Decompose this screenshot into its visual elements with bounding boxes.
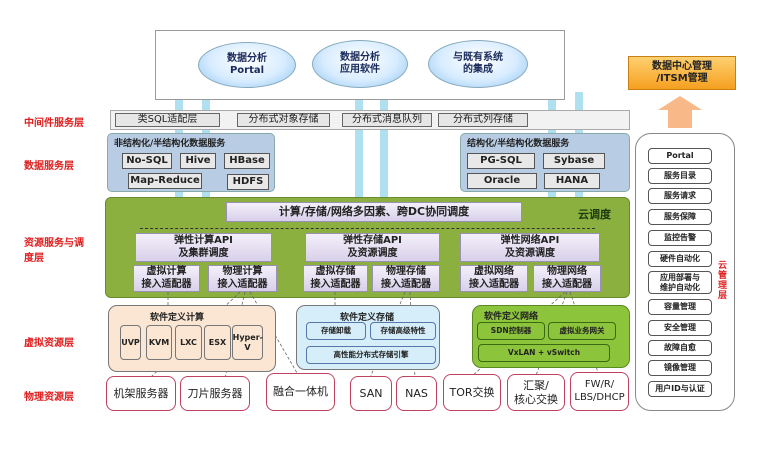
- structured-title: 结构化/半结构化数据服务: [467, 139, 570, 149]
- flow-arrow: [380, 92, 388, 234]
- mgmt-item: 用户ID与认证: [648, 381, 712, 397]
- mgmt-item: 容量管理: [648, 299, 712, 315]
- hv-hyperv: Hyper-V: [232, 325, 263, 360]
- adapter-physical-storage: 物理存储 接入适配器: [372, 265, 440, 292]
- api-network: 弹性网络API 及资源调度: [460, 233, 600, 262]
- phys-converged: 融合一体机: [266, 373, 335, 411]
- adapter-physical-compute: 物理计算 接入适配器: [208, 265, 277, 292]
- middleware-sql: 类SQL适配层: [115, 113, 220, 127]
- itsm-box: 数据中心管理 /ITSM管理: [628, 56, 736, 90]
- layer-label-physical: 物理资源层: [24, 392, 74, 403]
- app-cloud-integration: 与既有系统 的集成: [428, 40, 528, 88]
- phys-nas: NAS: [396, 376, 437, 411]
- layer-label-data: 数据服务层: [24, 161, 74, 172]
- sd-storage-panel: [296, 305, 440, 370]
- data-mapreduce: Map-Reduce: [128, 173, 202, 189]
- phys-blade-server: 刀片服务器: [180, 376, 250, 411]
- unstructured-title: 非结构化/半结构化数据服务: [114, 139, 226, 149]
- up-arrow-icon: [668, 108, 692, 128]
- sdn-controller: SDN控制器: [477, 322, 545, 340]
- sd-compute-title: 软件定义计算: [150, 313, 205, 323]
- mgmt-item: 安全管理: [648, 320, 712, 336]
- sd-compute-panel: [108, 305, 276, 372]
- flow-arrow: [355, 92, 363, 234]
- mgmt-item: 应用部署与 维护自动化: [648, 271, 712, 294]
- middleware-object: 分布式对象存储: [237, 113, 330, 127]
- data-hana: HANA: [544, 173, 600, 189]
- hv-uvp: UVP: [120, 325, 141, 360]
- mgmt-item: Portal: [648, 148, 712, 164]
- mgmt-item: 服务请求: [648, 188, 712, 204]
- phys-core-switch: 汇聚/ 核心交换: [507, 374, 565, 411]
- data-hdfs: HDFS: [227, 174, 269, 190]
- hv-lxc: LXC: [175, 325, 202, 360]
- sd-network-panel: [472, 305, 630, 368]
- divider: [140, 228, 595, 229]
- phys-rack-server: 机架服务器: [106, 376, 176, 411]
- phys-fw-lbs: FW/R/ LBS/DHCP: [570, 372, 629, 411]
- virtual-gateway: 虚拟业务网关: [548, 322, 616, 340]
- adapter-physical-network: 物理网络 接入适配器: [533, 265, 601, 292]
- adapter-virtual-storage: 虚拟存储 接入适配器: [303, 265, 368, 292]
- up-arrow-head-icon: [658, 96, 702, 110]
- hv-kvm: KVM: [146, 325, 172, 360]
- api-compute: 弹性计算API 及集群调度: [135, 233, 272, 262]
- mgmt-item: 故障自愈: [648, 340, 712, 356]
- phys-tor-switch: TOR交换: [443, 374, 501, 411]
- phys-san: SAN: [350, 376, 392, 411]
- adapter-virtual-compute: 虚拟计算 接入适配器: [133, 265, 200, 292]
- sd-network-title: 软件定义网络: [484, 312, 539, 322]
- mgmt-item: 服务保障: [648, 209, 712, 225]
- storage-advanced: 存储高级特性: [370, 322, 436, 340]
- layer-label-virtual: 虚拟资源层: [24, 338, 74, 349]
- mgmt-item: 服务目录: [648, 168, 712, 184]
- middleware-mq: 分布式消息队列: [342, 113, 432, 127]
- layer-label-middleware: 中间件服务层: [24, 118, 84, 129]
- api-storage: 弹性存储API 及资源调度: [305, 233, 440, 262]
- cloud-scheduling-label: 云调度: [578, 208, 611, 221]
- mgmt-item: 监控告警: [648, 230, 712, 246]
- cloud-management-title: 云管理层: [718, 261, 728, 301]
- cross-dc-scheduling: 计算/存储/网络多因素、跨DC协同调度: [226, 202, 522, 222]
- data-pgsql: PG-SQL: [467, 153, 535, 169]
- adapter-virtual-network: 虚拟网络 接入适配器: [460, 265, 528, 292]
- data-hive: Hive: [180, 153, 216, 169]
- app-cloud-portal: 数据分析 Portal: [198, 42, 296, 88]
- layer-label-resource: 资源服务与调度层: [24, 238, 84, 264]
- mgmt-item: 硬件自动化: [648, 251, 712, 267]
- data-oracle: Oracle: [467, 173, 537, 189]
- vxlan-vswitch: VxLAN + vSwitch: [478, 344, 610, 362]
- app-cloud-software: 数据分析 应用软件: [312, 40, 408, 88]
- data-sybase: Sybase: [543, 153, 605, 169]
- data-nosql: No-SQL: [122, 153, 172, 169]
- storage-engine: 高性能分布式存储引擎: [306, 346, 436, 364]
- sd-storage-title: 软件定义存储: [340, 313, 395, 323]
- middleware-column: 分布式列存储: [438, 113, 528, 127]
- data-hbase: HBase: [224, 153, 270, 169]
- hv-esx: ESX: [204, 325, 231, 360]
- storage-offload: 存储卸载: [306, 322, 366, 340]
- mgmt-item: 镜像管理: [648, 360, 712, 376]
